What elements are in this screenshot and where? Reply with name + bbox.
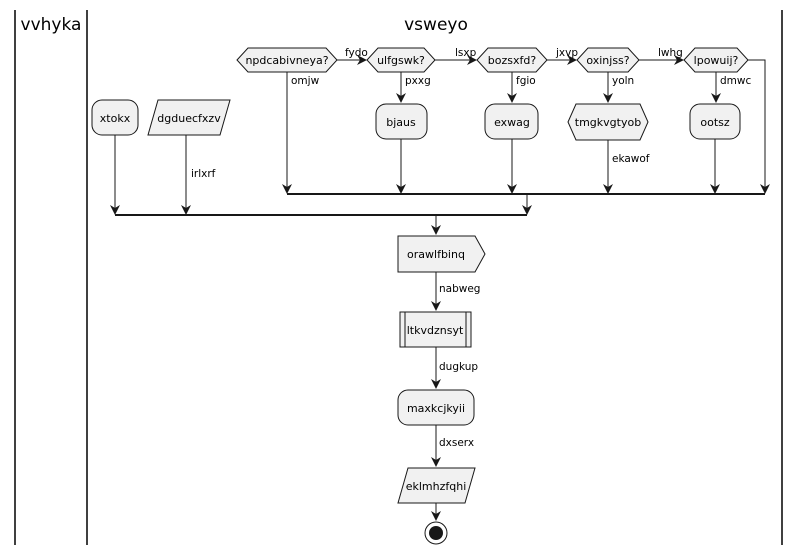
action-exwag-label: exwag [494, 116, 530, 129]
action-eklmhzfqhi[interactable]: eklmhzfqhi [397, 467, 476, 504]
action-dgduecfxzv[interactable]: dgduecfxzv [147, 99, 231, 136]
action-eklmhzfqhi-label: eklmhzfqhi [406, 480, 467, 493]
decision-ulfgswk[interactable]: ulfgswk? [366, 47, 436, 73]
action-ltkvdznsyt-label: ltkvdznsyt [407, 324, 464, 337]
edge-lpowuij-else [748, 59, 770, 194]
end-node [424, 521, 448, 545]
swimlane-title-vsweyo: vsweyo [404, 15, 468, 35]
decision-npdcabivneya[interactable]: npdcabivneya? [236, 47, 338, 73]
action-orawlfbinq-label: orawlfbinq [407, 248, 465, 261]
edge-label-jxvp: jxvp [555, 47, 578, 59]
action-bjaus-label: bjaus [386, 116, 416, 129]
action-ootsz[interactable]: ootsz [689, 103, 741, 140]
decision-npdcabivneya-label: npdcabivneya? [245, 54, 328, 67]
action-ltkvdznsyt[interactable]: ltkvdznsyt [399, 311, 472, 348]
action-exwag[interactable]: exwag [484, 103, 539, 140]
edge-label-dugkup: dugkup [439, 361, 478, 373]
decision-lpowuij[interactable]: lpowuij? [683, 47, 749, 73]
action-dgduecfxzv-label: dgduecfxzv [157, 112, 221, 125]
action-bjaus[interactable]: bjaus [375, 103, 428, 140]
action-tmgkvgtyob-label: tmgkvgtyob [575, 116, 641, 129]
edge-label-pxxg: pxxg [405, 75, 431, 87]
swimlane-title-vvhyka: vvhyka [21, 15, 82, 35]
edge-label-ekawof: ekawof [612, 153, 650, 165]
action-maxkcjkyii-label: maxkcjkyii [407, 402, 465, 415]
edge-label-fydo: fydo [345, 47, 368, 59]
action-orawlfbinq[interactable]: orawlfbinq [397, 235, 486, 273]
edge-label-nabweg: nabweg [439, 283, 480, 295]
action-ootsz-label: ootsz [700, 116, 730, 129]
edge-label-yoln: yoln [612, 75, 634, 87]
decision-bozsxfd-label: bozsxfd? [488, 54, 537, 67]
decision-oxinjss-label: oxinjss? [586, 54, 629, 67]
action-xtokx-label: xtokx [100, 112, 131, 125]
edge-label-fgio: fgio [516, 75, 536, 87]
decision-oxinjss[interactable]: oxinjss? [576, 47, 640, 73]
action-xtokx[interactable]: xtokx [91, 99, 139, 136]
edge-label-lwhg: lwhg [658, 47, 683, 59]
edge-label-lsxp: lsxp [455, 47, 477, 59]
edge-label-omjw: omjw [291, 75, 320, 87]
decision-bozsxfd[interactable]: bozsxfd? [476, 47, 548, 73]
action-tmgkvgtyob[interactable]: tmgkvgtyob [567, 103, 649, 141]
action-maxkcjkyii[interactable]: maxkcjkyii [397, 389, 475, 426]
edge-label-irlxrf: irlxrf [191, 168, 216, 180]
decision-lpowuij-label: lpowuij? [694, 54, 739, 67]
edge-label-dmwc: dmwc [720, 75, 751, 87]
decision-ulfgswk-label: ulfgswk? [377, 54, 425, 67]
edge-label-dxserx: dxserx [439, 437, 474, 449]
